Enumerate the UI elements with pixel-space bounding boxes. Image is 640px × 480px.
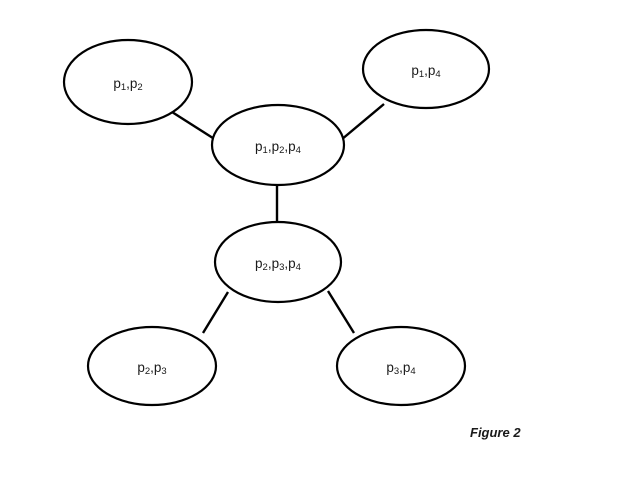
edge-p2p3p4-to-p2p3 — [201, 291, 230, 334]
node-label-p1p2p4: p1,p2,p4 — [255, 139, 301, 156]
node-p2p3p4[interactable]: p2,p3,p4 — [213, 220, 343, 304]
node-p3p4[interactable]: p3,p4 — [335, 325, 467, 407]
figure-caption: Figure 2 — [470, 425, 521, 440]
node-ellipse-p2p3p4[interactable] — [213, 220, 343, 304]
node-label-p2p3p4: p2,p3,p4 — [255, 256, 301, 273]
edge-p1p2p4-to-p1p4 — [340, 103, 385, 141]
node-ellipse-p2p3[interactable] — [86, 325, 218, 407]
node-ellipse-p1p4[interactable] — [361, 28, 491, 110]
node-p2p3[interactable]: p2,p3 — [86, 325, 218, 407]
node-p1p2[interactable]: p1,p2 — [62, 38, 194, 126]
node-label-p2p3: p2,p3 — [137, 360, 166, 377]
node-p1p4[interactable]: p1,p4 — [361, 28, 491, 110]
node-p1p2p4[interactable]: p1,p2,p4 — [210, 103, 346, 187]
node-label-p3p4: p3,p4 — [386, 360, 415, 377]
edge-p2p3p4-to-p3p4 — [326, 290, 356, 334]
node-label-p1p4: p1,p4 — [411, 63, 440, 80]
node-ellipse-p1p2[interactable] — [62, 38, 194, 126]
node-ellipse-p1p2p4[interactable] — [210, 103, 346, 187]
node-label-p1p2: p1,p2 — [113, 76, 142, 93]
edge-group — [171, 103, 385, 334]
node-ellipse-p3p4[interactable] — [335, 325, 467, 407]
edge-p1p2-to-p1p2p4 — [171, 110, 217, 142]
